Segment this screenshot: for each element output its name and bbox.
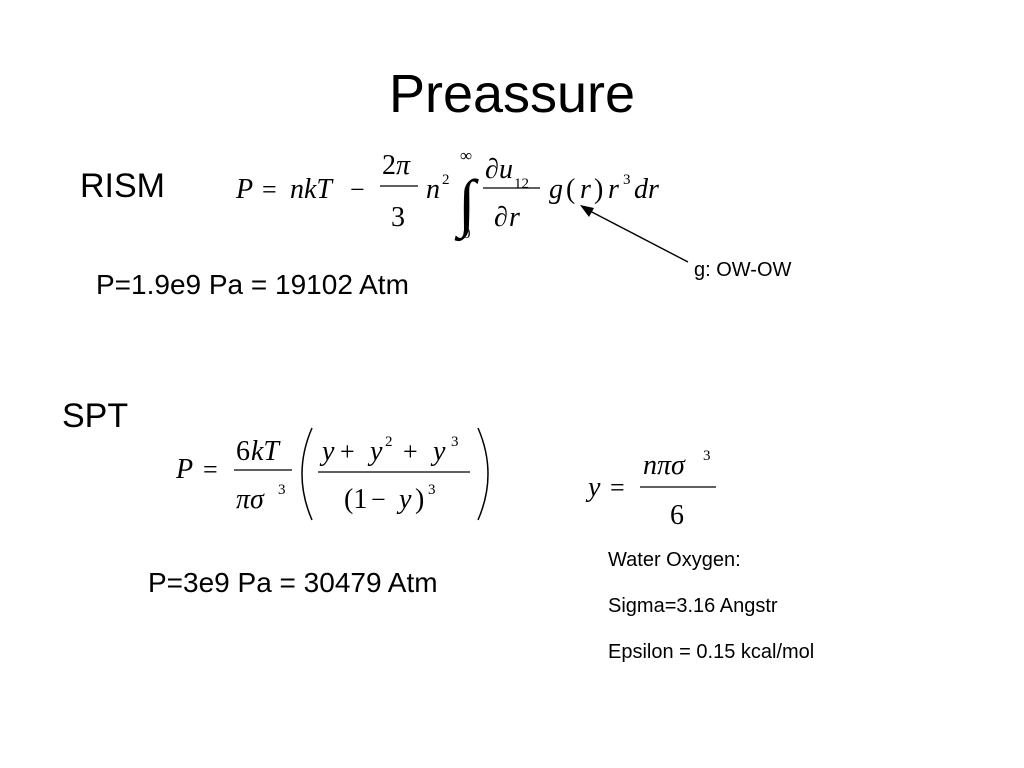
rism-eq-lparen: ( bbox=[566, 174, 575, 205]
rism-eq-rparen: ) bbox=[594, 174, 603, 205]
water-oxygen-epsilon: Epsilon = 0.15 kcal/mol bbox=[608, 641, 815, 663]
annotation-arrow-head bbox=[580, 205, 594, 217]
rism-eq-cube: 3 bbox=[623, 172, 631, 188]
annotation-arrow-line bbox=[587, 209, 689, 263]
rism-eq-u: u bbox=[499, 154, 513, 185]
spt-eq-y2: y bbox=[367, 436, 383, 467]
spt-right-paren bbox=[477, 427, 489, 521]
rism-eq-n: n bbox=[426, 174, 440, 205]
spt-eq-6: 6 bbox=[236, 436, 250, 467]
spt-eq-y3: y bbox=[430, 436, 446, 467]
water-oxygen-heading: Water Oxygen: bbox=[608, 549, 741, 571]
ydef-eq-cube: 3 bbox=[703, 448, 711, 464]
rism-eq-partial-bottom: ∂ bbox=[494, 202, 508, 233]
rism-eq-3: 3 bbox=[391, 202, 405, 233]
spt-eq-den-open: (1 bbox=[344, 484, 367, 515]
rism-eq-equals: = bbox=[262, 175, 277, 204]
ydef-eq-y: y bbox=[585, 472, 601, 503]
rism-eq-pi: π bbox=[396, 150, 411, 181]
rism-eq-r-bottom: r bbox=[509, 202, 520, 233]
spt-eq-plus2: + bbox=[403, 437, 418, 466]
spt-eq-den-y: y bbox=[396, 484, 412, 515]
ydef-eq-6: 6 bbox=[670, 500, 684, 531]
rism-annotation: g: OW-OW bbox=[694, 259, 792, 281]
spt-eq-cube-3: 3 bbox=[428, 482, 436, 498]
spt-eq-kT: kT bbox=[251, 436, 281, 467]
rism-label: RISM bbox=[80, 167, 165, 205]
rism-eq-P: P bbox=[235, 174, 253, 205]
rism-eq-r3: r bbox=[608, 174, 619, 205]
ydef-eq-equals: = bbox=[610, 473, 625, 502]
rism-eq-r: r bbox=[580, 174, 591, 205]
rism-eq-lower-limit: 0 bbox=[463, 226, 471, 242]
spt-eq-pisigma: πσ bbox=[236, 484, 265, 515]
rism-eq-upper-limit: ∞ bbox=[460, 146, 472, 165]
rism-eq-2: 2 bbox=[382, 150, 396, 181]
spt-eq-sq: 2 bbox=[385, 434, 393, 450]
spt-result: P=3e9 Pa = 30479 Atm bbox=[148, 567, 438, 598]
spt-eq-cube-2: 3 bbox=[451, 434, 459, 450]
spt-label: SPT bbox=[62, 397, 129, 435]
rism-eq-nkT: nkT bbox=[290, 174, 334, 205]
slide-title: Preassure bbox=[388, 64, 636, 124]
spt-left-paren bbox=[301, 427, 313, 521]
spt-eq-plus1: + bbox=[340, 437, 355, 466]
rism-eq-sq: 2 bbox=[442, 172, 450, 188]
water-oxygen-sigma: Sigma=3.16 Angstr bbox=[608, 595, 778, 617]
rism-result: P=1.9e9 Pa = 19102 Atm bbox=[96, 269, 409, 300]
rism-eq-integral: ∫ bbox=[454, 167, 479, 242]
rism-eq-g: g bbox=[549, 174, 563, 205]
rism-eq-partial-top: ∂ bbox=[485, 154, 499, 185]
rism-eq-minus: − bbox=[350, 175, 365, 204]
ydef-eq-numerator: nπσ bbox=[643, 450, 686, 481]
rism-eq-dr: dr bbox=[634, 174, 659, 205]
spt-eq-minus: − bbox=[371, 485, 386, 514]
spt-eq-P: P bbox=[175, 454, 193, 485]
spt-eq-cube-1: 3 bbox=[278, 482, 286, 498]
spt-eq-equals: = bbox=[203, 455, 218, 484]
spt-eq-den-close: ) bbox=[415, 484, 424, 515]
spt-eq-y1: y bbox=[319, 436, 335, 467]
rism-eq-sub-12: 12 bbox=[514, 176, 529, 192]
